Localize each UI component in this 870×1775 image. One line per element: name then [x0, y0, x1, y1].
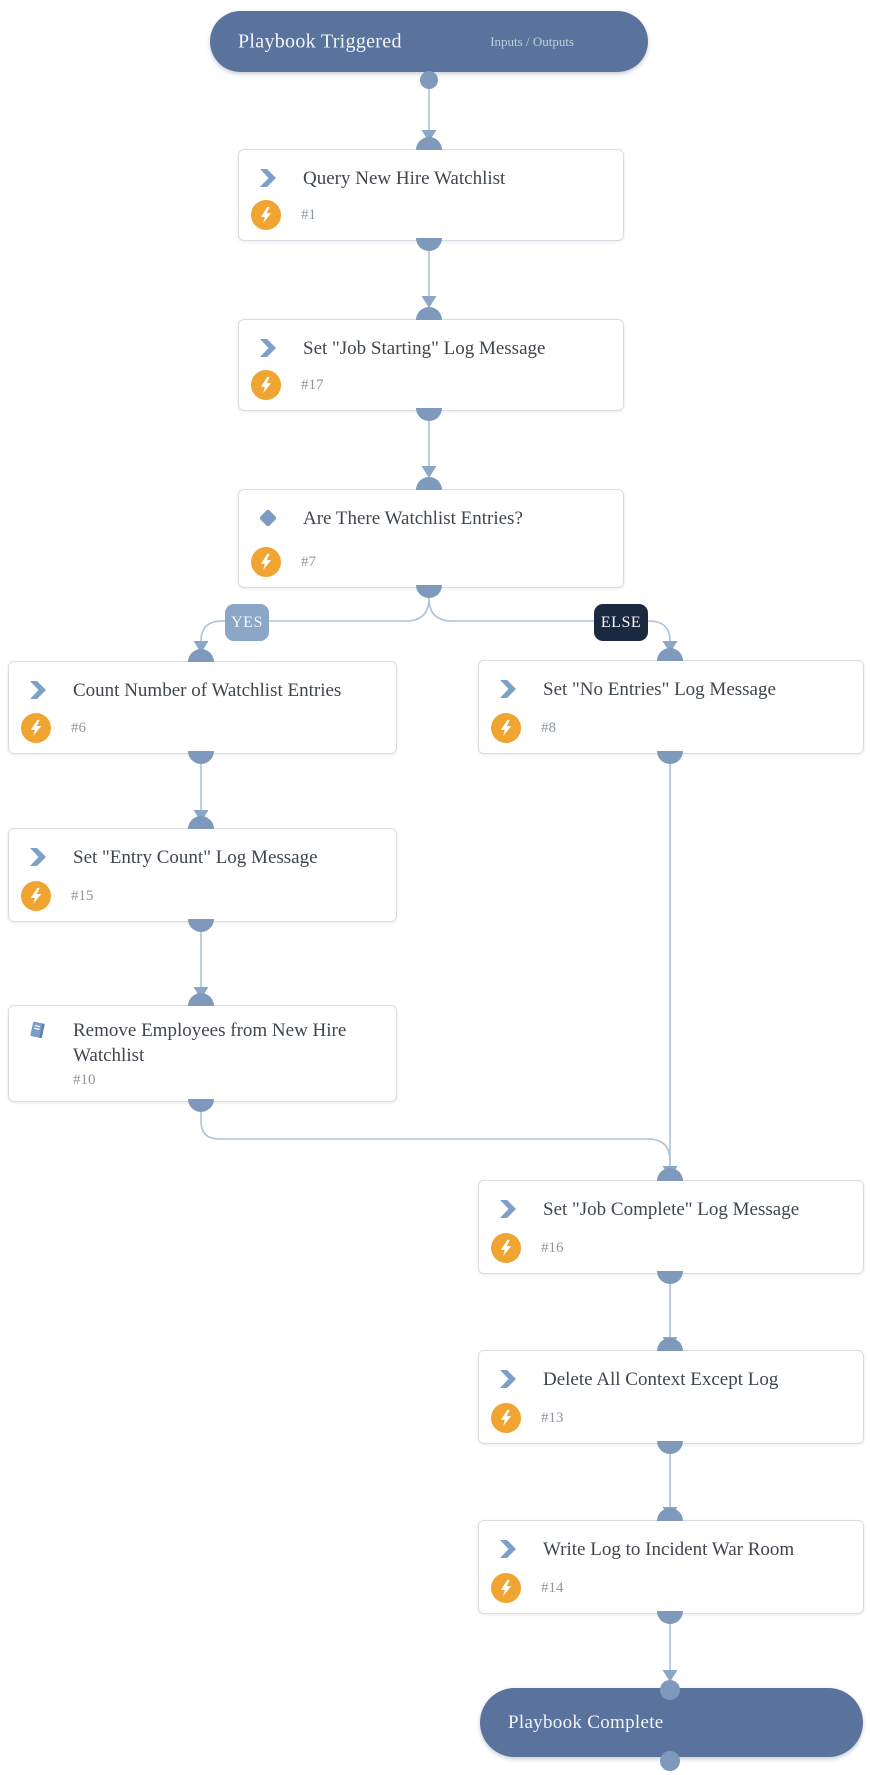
- playbook-block-remove-employees-from-new-hire-watchlist[interactable]: Remove Employees from New Hire Watchlist…: [8, 1005, 397, 1102]
- decision-block-are-there-watchlist-entries[interactable]: Are There Watchlist Entries? #7: [238, 489, 624, 588]
- else-label-text: ELSE: [600, 613, 642, 631]
- start-block[interactable]: Playbook Triggered Inputs / Outputs: [210, 11, 648, 72]
- inputs-outputs-link[interactable]: Inputs / Outputs: [490, 33, 574, 49]
- node-title: Set "Entry Count" Log Message: [73, 847, 318, 868]
- node-meta-row: #17: [251, 370, 324, 400]
- lightning-icon: [251, 370, 281, 400]
- node-id: #13: [541, 1409, 564, 1426]
- chevron-right-icon: [257, 167, 279, 189]
- yes-label-text: YES: [231, 613, 263, 631]
- node-title: Query New Hire Watchlist: [303, 168, 506, 189]
- node-title-row: Query New Hire Watchlist: [257, 166, 611, 191]
- end-block[interactable]: Playbook Complete: [480, 1688, 863, 1757]
- lightning-icon: [251, 200, 281, 230]
- node-title: Set "No Entries" Log Message: [543, 679, 776, 700]
- node-meta-row: #6: [21, 713, 86, 743]
- end-block-title: Playbook Complete: [508, 1711, 664, 1733]
- arrowhead-icon: [662, 641, 678, 653]
- lightning-icon: [251, 547, 281, 577]
- node-id: #10: [73, 1072, 96, 1088]
- chevron-right-icon: [27, 846, 49, 868]
- node-title: Set "Job Starting" Log Message: [303, 338, 546, 359]
- node-id: #16: [541, 1239, 564, 1256]
- node-title-row: Set "Job Complete" Log Message: [497, 1197, 851, 1222]
- arrowhead-icon: [421, 130, 437, 142]
- arrowhead-icon: [193, 641, 209, 653]
- node-title-row: Delete All Context Except Log: [497, 1367, 851, 1392]
- action-block-set-entry-count-log-message[interactable]: Set "Entry Count" Log Message #15: [8, 828, 397, 922]
- node-title-row: Remove Employees from New Hire Watchlist: [27, 1018, 384, 1068]
- arrowhead-icon: [662, 1507, 678, 1519]
- node-id: #1: [301, 206, 316, 223]
- action-block-set-job-complete-log-message[interactable]: Set "Job Complete" Log Message #16: [478, 1180, 864, 1274]
- node-id: #14: [541, 1579, 564, 1596]
- node-id: #6: [71, 719, 86, 736]
- action-block-count-number-of-watchlist-entries[interactable]: Count Number of Watchlist Entries #6: [8, 661, 397, 754]
- chevron-right-icon: [497, 678, 519, 700]
- node-id: #7: [301, 553, 316, 570]
- arrowhead-icon: [421, 466, 437, 478]
- arrowhead-icon: [193, 987, 209, 999]
- lightning-icon: [491, 1233, 521, 1263]
- node-id: #15: [71, 887, 94, 904]
- node-meta-row: #14: [491, 1573, 564, 1603]
- node-title-row: Set "Job Starting" Log Message: [257, 336, 611, 361]
- lightning-icon: [491, 713, 521, 743]
- port-start-out[interactable]: [420, 71, 438, 89]
- node-meta-row: #7: [251, 547, 316, 577]
- node-title: Delete All Context Except Log: [543, 1369, 779, 1390]
- arrowhead-icon: [662, 1166, 678, 1178]
- node-meta-row: #8: [491, 713, 556, 743]
- lightning-icon: [491, 1573, 521, 1603]
- action-block-set-job-starting-log-message[interactable]: Set "Job Starting" Log Message #17: [238, 319, 624, 411]
- node-title: Write Log to Incident War Room: [543, 1539, 795, 1560]
- wire-merge: [200, 1112, 671, 1162]
- arrowhead-icon: [193, 810, 209, 822]
- chevron-right-icon: [257, 337, 279, 359]
- arrowhead-icon: [662, 1337, 678, 1349]
- diamond-icon: [257, 507, 279, 529]
- node-meta-row: #15: [21, 881, 94, 911]
- node-title: Remove Employees from New Hire Watchlist: [73, 1020, 347, 1066]
- action-block-delete-all-context-except-log[interactable]: Delete All Context Except Log #13: [478, 1350, 864, 1444]
- chevron-right-icon: [497, 1368, 519, 1390]
- chevron-right-icon: [497, 1538, 519, 1560]
- action-block-set-no-entries-log-message[interactable]: Set "No Entries" Log Message #8: [478, 660, 864, 754]
- arrowhead-icon: [421, 296, 437, 308]
- node-meta-row: #1: [251, 200, 316, 230]
- chevron-right-icon: [497, 1198, 519, 1220]
- start-block-title: Playbook Triggered: [238, 30, 402, 52]
- branch-label-else[interactable]: ELSE: [594, 604, 648, 641]
- node-id: #17: [301, 376, 324, 393]
- node-title-row: Write Log to Incident War Room: [497, 1537, 851, 1562]
- node-title: Set "Job Complete" Log Message: [543, 1199, 800, 1220]
- branch-label-yes[interactable]: YES: [225, 604, 269, 641]
- action-block-write-log-to-incident-war-room[interactable]: Write Log to Incident War Room #14: [478, 1520, 864, 1614]
- lightning-icon: [491, 1403, 521, 1433]
- node-meta-row: #13: [491, 1403, 564, 1433]
- node-title: Count Number of Watchlist Entries: [73, 680, 342, 701]
- action-block-query-new-hire-watchlist[interactable]: Query New Hire Watchlist #1: [238, 149, 624, 241]
- arrowhead-icon: [662, 1670, 678, 1682]
- lightning-icon: [21, 713, 51, 743]
- node-title-row: Set "Entry Count" Log Message: [27, 845, 384, 870]
- node-meta-row: #16: [491, 1233, 564, 1263]
- node-id: #8: [541, 719, 556, 736]
- chevron-right-icon: [27, 679, 49, 701]
- lightning-icon: [21, 881, 51, 911]
- node-title-row: Are There Watchlist Entries?: [257, 506, 611, 531]
- node-title: Are There Watchlist Entries?: [303, 508, 523, 529]
- book-icon: [27, 1019, 49, 1041]
- node-title-row: Set "No Entries" Log Message: [497, 677, 851, 702]
- node-title-row: Count Number of Watchlist Entries: [27, 678, 384, 703]
